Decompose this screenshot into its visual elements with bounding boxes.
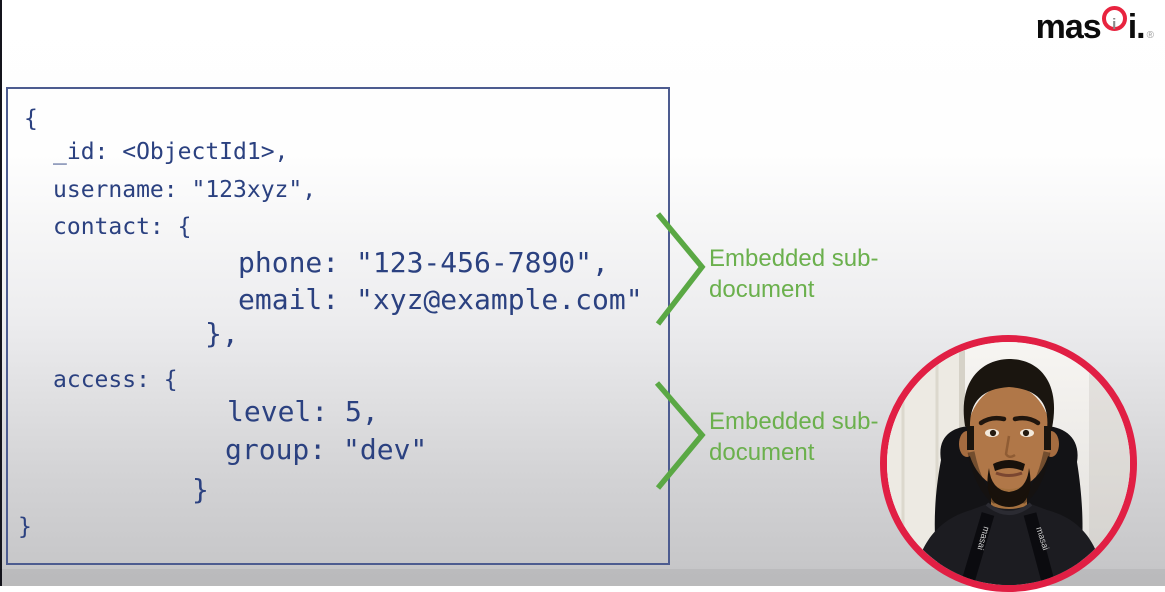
- bottom-strip: [0, 569, 1165, 586]
- registered-trademark-icon: ®: [1146, 30, 1154, 41]
- presenter-illustration: masai masai: [887, 342, 1130, 585]
- logo-ring-icon: i: [1101, 6, 1127, 33]
- masai-logo: mas i i . ®: [1035, 5, 1154, 54]
- logo-word-start: mas: [1035, 8, 1102, 46]
- code-line: group: "dev": [225, 433, 428, 466]
- embedded-chevron-icon: [654, 381, 706, 490]
- presenter-video: masai masai: [880, 335, 1137, 592]
- code-line: _id: <ObjectId1>,: [53, 139, 289, 165]
- annotation-line-1: Embedded sub-: [709, 245, 879, 272]
- annotation-line-2: document: [709, 439, 815, 466]
- code-line: username: "123xyz",: [53, 177, 317, 203]
- annotation-line-1: Embedded sub-: [709, 408, 879, 435]
- code-line: level: 5,: [227, 395, 379, 428]
- code-line: }: [192, 473, 209, 506]
- annotation-label: Embedded sub- document: [709, 406, 878, 468]
- code-line: {: [24, 106, 38, 132]
- code-line: }: [18, 514, 32, 540]
- left-edge-bar: [0, 0, 2, 586]
- annotation-label: Embedded sub- document: [709, 243, 878, 305]
- code-line: email: "xyz@example.com": [238, 283, 643, 316]
- logo-ring-letter: i: [1112, 16, 1117, 33]
- annotation-line-2: document: [709, 276, 815, 303]
- document-box: { _id: <ObjectId1>, username: "123xyz", …: [6, 87, 670, 565]
- logo-word-end: i: [1127, 8, 1138, 46]
- embedded-chevron-icon: [655, 212, 706, 326]
- code-line: access: {: [53, 367, 178, 393]
- code-line: },: [205, 317, 239, 350]
- code-line: phone: "123-456-7890",: [238, 246, 609, 279]
- code-line: contact: {: [53, 214, 192, 240]
- logo-period: .: [1136, 8, 1146, 46]
